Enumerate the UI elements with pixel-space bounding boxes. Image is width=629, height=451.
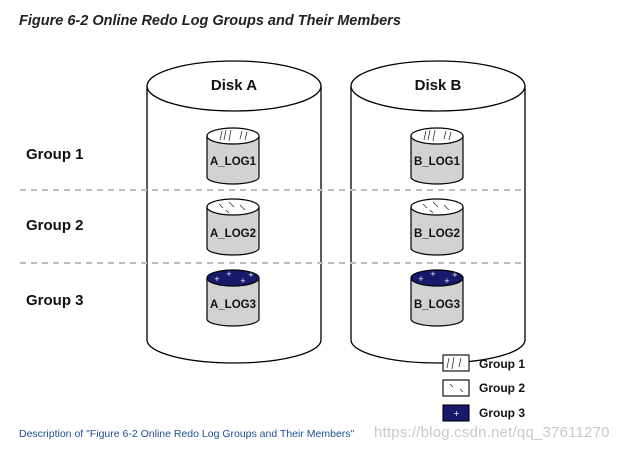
legend-label-group-1: Group 1 (479, 357, 525, 371)
svg-text:+: + (418, 275, 424, 283)
b-log1-label: B_LOG1 (414, 156, 461, 168)
svg-text:+: + (240, 277, 246, 285)
a-log1-label: A_LOG1 (210, 156, 257, 168)
b-log3-member: ++++ B_LOG3 (410, 269, 464, 327)
a-log1-member: A_LOG1 (206, 127, 260, 185)
svg-text:+: + (248, 271, 254, 279)
figure-title: Figure 6-2 Online Redo Log Groups and Th… (19, 13, 401, 29)
legend-item-group-1: Group 1 (442, 354, 525, 372)
svg-text:+: + (453, 409, 460, 418)
watermark: https://blog.csdn.net/qq_37611270 (374, 424, 610, 441)
disk-a-label: Disk A (211, 77, 257, 94)
a-log3-member: ++++ A_LOG3 (206, 269, 260, 327)
legend-item-group-2: Group 2 (442, 379, 525, 397)
a-log2-member: A_LOG2 (206, 198, 260, 256)
b-log2-label: B_LOG2 (414, 228, 460, 240)
svg-text:+: + (226, 270, 232, 278)
svg-text:+: + (430, 270, 436, 278)
b-log1-member: B_LOG1 (410, 127, 464, 185)
svg-text:+: + (452, 271, 458, 279)
figure-description-link[interactable]: Description of "Figure 6-2 Online Redo L… (19, 428, 355, 440)
legend: Group 1 Group 2 + Group 3 (442, 354, 525, 422)
b-log3-label: B_LOG3 (414, 299, 460, 311)
legend-item-group-3: + Group 3 (442, 404, 525, 422)
legend-label-group-3: Group 3 (479, 406, 525, 420)
svg-text:+: + (444, 277, 450, 285)
b-log2-member: B_LOG2 (410, 198, 464, 256)
a-log2-label: A_LOG2 (210, 228, 256, 240)
legend-label-group-2: Group 2 (479, 381, 525, 395)
svg-text:+: + (214, 275, 220, 283)
group-3-label: Group 3 (26, 292, 84, 309)
group-1-label: Group 1 (26, 146, 84, 163)
a-log3-label: A_LOG3 (210, 299, 256, 311)
group-2-label: Group 2 (26, 217, 84, 234)
disk-b-label: Disk B (415, 77, 462, 94)
